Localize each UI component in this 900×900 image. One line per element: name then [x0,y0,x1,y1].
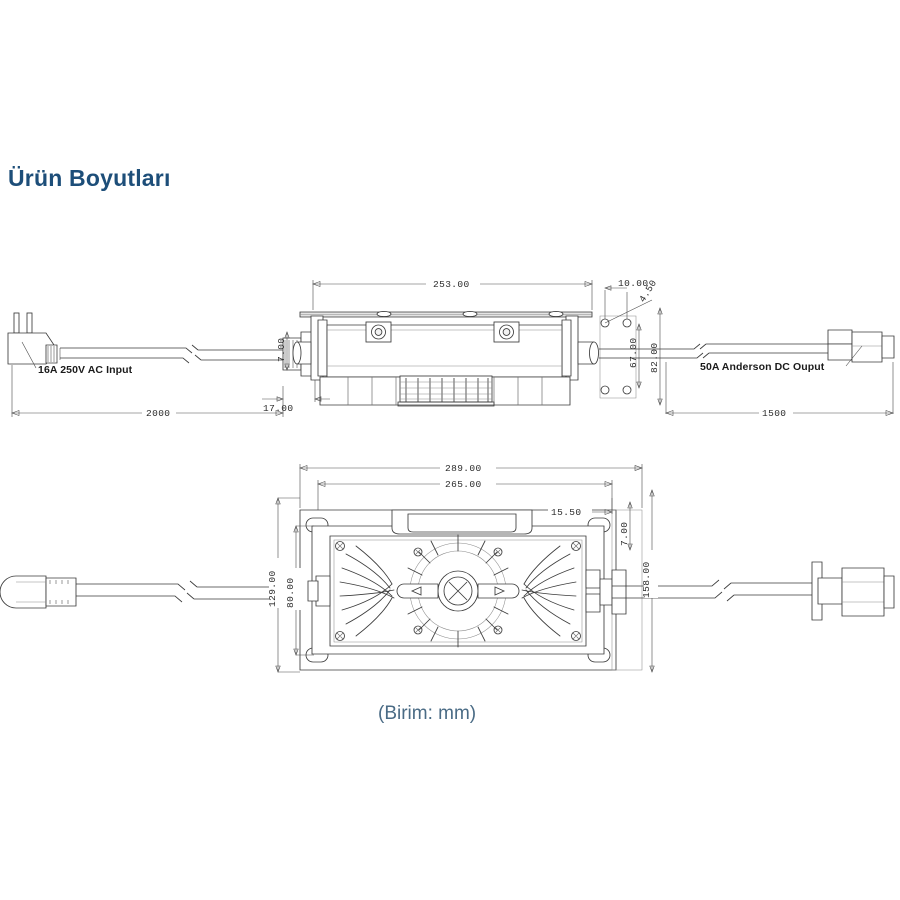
dim-overall-depth: 129.00 [267,497,300,673]
dim-height-large: 82.00 [649,307,663,406]
dim-overall-height: 158.00 [641,489,658,673]
dim-hole-offset: 10.00 [604,278,649,319]
svg-text:7.00: 7.00 [619,522,630,546]
ac-input-label: 16A 250V AC Input [38,364,133,376]
dim-ac-cable-length: 2000 [11,365,284,419]
ac-plug-icon [7,312,61,365]
svg-text:82.00: 82.00 [649,342,660,373]
svg-text:7.00: 7.00 [276,338,287,362]
page-title: Ürün Boyutları [8,165,171,191]
mount-boss [365,321,520,343]
dim-flange-width: 15.50 [548,498,613,518]
vent-slots-right [521,545,577,637]
svg-text:265.00: 265.00 [445,479,482,490]
anderson-connector-plan-icon [811,561,895,621]
bottom-view-drawing: 289.00 265.00 129.00 80.00 [0,450,900,685]
corner-screws [335,541,581,641]
ac-plug-end-icon [0,575,77,609]
vent-grill [397,375,495,407]
top-view-drawing: 16A 250V AC Input [0,270,900,430]
vent-slots-left [339,545,395,637]
svg-text:1500: 1500 [762,408,786,419]
dim-bracket-offset: 17.00 [262,380,330,414]
svg-text:15.50: 15.50 [551,507,582,518]
svg-text:289.00: 289.00 [445,463,482,474]
svg-text:158.00: 158.00 [641,561,652,598]
dim-bracket-height: 7.00 [276,331,290,371]
dim-height-small: 67.00 [628,323,642,389]
dim-body-width: 265.00 [317,477,613,510]
svg-text:17.00: 17.00 [263,403,294,414]
svg-text:67.00: 67.00 [628,337,639,368]
fan-icon [396,534,520,648]
dim-overall-width: 289.00 [299,461,643,508]
anderson-connector-icon [827,329,895,363]
svg-text:129.00: 129.00 [267,570,278,607]
dc-output-label: 50A Anderson DC Ouput [700,361,825,373]
inner-screws [413,547,503,635]
dim-mount-depth: 80.00 [285,525,314,656]
svg-text:253.00: 253.00 [433,279,470,290]
dim-flange-thickness: 7.00 [619,501,633,551]
svg-text:2000: 2000 [146,408,170,419]
dim-body-length: 253.00 [312,277,593,310]
dim-dc-cable-length: 1500 [665,362,894,419]
svg-text:80.00: 80.00 [285,577,296,608]
svg-text:10.00: 10.00 [618,278,649,289]
unit-caption: (Birim: mm) [378,703,477,724]
